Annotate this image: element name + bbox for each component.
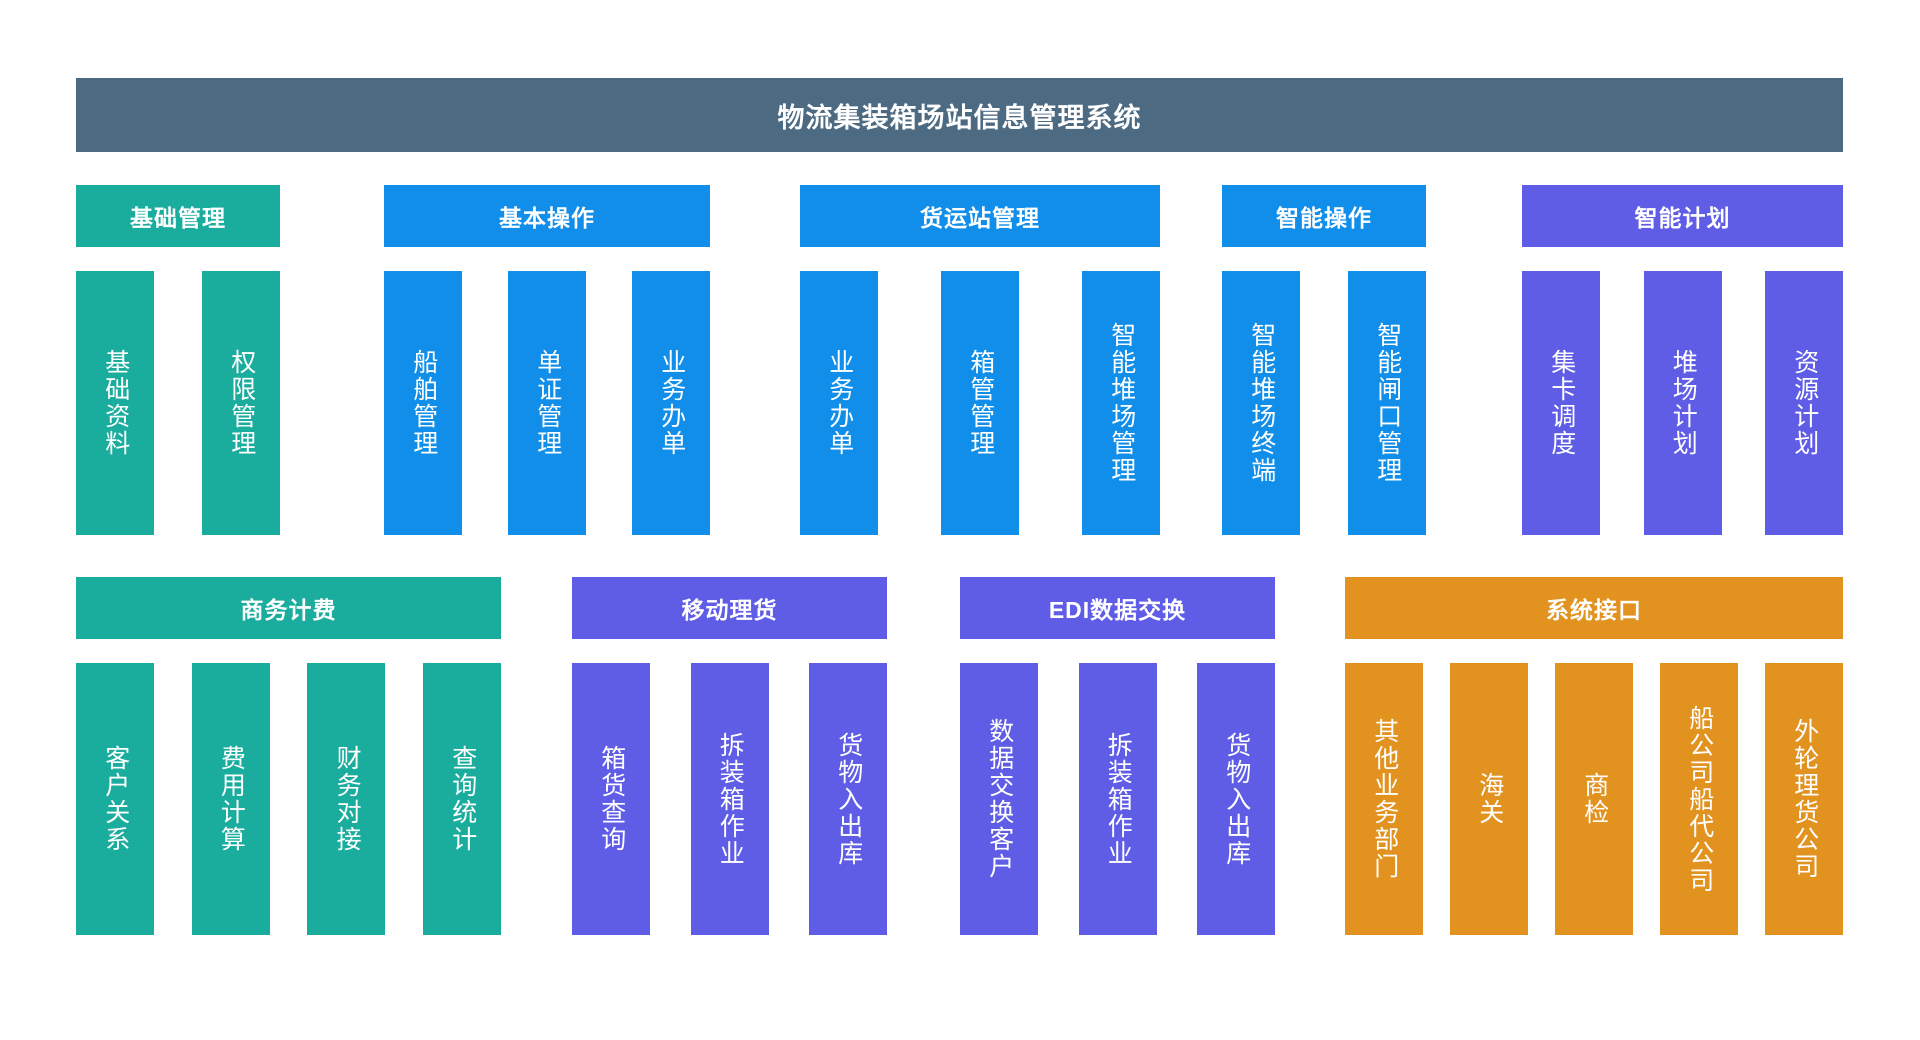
group-header-系统接口[interactable]: 系统接口 xyxy=(1345,577,1843,639)
item-label: 查询统计 xyxy=(448,745,477,853)
item-label: 货物入出库 xyxy=(834,731,863,867)
item-label: 权限管理 xyxy=(227,349,256,457)
group-header-货运站管理[interactable]: 货运站管理 xyxy=(800,185,1160,247)
item-label: 拆装箱作业 xyxy=(716,731,745,867)
item-船公司船代公司[interactable]: 船公司船代公司 xyxy=(1660,663,1738,935)
group-header-label: 移动理货 xyxy=(681,597,778,623)
group-items-商务计费: 客户关系 费用计算 财务对接 查询统计 xyxy=(76,663,501,935)
item-label: 费用计算 xyxy=(217,745,246,853)
item-集卡调度[interactable]: 集卡调度 xyxy=(1522,271,1600,535)
item-业务办单[interactable]: 业务办单 xyxy=(800,271,878,535)
group-header-商务计费[interactable]: 商务计费 xyxy=(76,577,501,639)
group-items-系统接口: 其他业务部门 海关 商检 船公司船代公司 外轮理货公司 xyxy=(1345,663,1843,935)
item-拆装箱作业[interactable]: 拆装箱作业 xyxy=(1078,663,1157,935)
item-其他业务部门[interactable]: 其他业务部门 xyxy=(1345,663,1423,935)
group-header-label: 智能计划 xyxy=(1634,205,1731,231)
item-箱货查询[interactable]: 箱货查询 xyxy=(572,663,650,935)
item-label: 集卡调度 xyxy=(1547,349,1576,457)
item-label: 海关 xyxy=(1475,772,1504,826)
group-items-智能操作: 智能堆场终端 智能闸口管理 xyxy=(1222,271,1426,535)
group-header-智能操作[interactable]: 智能操作 xyxy=(1222,185,1426,247)
group-EDI数据交换: EDI数据交换数据交换客户 拆装箱作业 货物入出库 xyxy=(960,577,1275,935)
group-移动理货: 移动理货箱货查询 拆装箱作业 货物入出库 xyxy=(572,577,887,935)
group-header-label: 基础管理 xyxy=(130,205,226,231)
item-货物入出库[interactable]: 货物入出库 xyxy=(809,663,887,935)
group-header-label: EDI数据交换 xyxy=(1048,597,1187,623)
item-智能堆场管理[interactable]: 智能堆场管理 xyxy=(1082,271,1160,535)
item-外轮理货公司[interactable]: 外轮理货公司 xyxy=(1765,663,1843,935)
item-费用计算[interactable]: 费用计算 xyxy=(191,663,270,935)
item-label: 业务办单 xyxy=(657,349,686,457)
system-title-bar: 物流集装箱场站信息管理系统 xyxy=(76,78,1843,152)
item-堆场计划[interactable]: 堆场计划 xyxy=(1643,271,1722,535)
group-基本操作: 基本操作船舶管理 单证管理 业务办单 xyxy=(384,185,710,535)
item-货物入出库[interactable]: 货物入出库 xyxy=(1197,663,1275,935)
item-智能堆场终端[interactable]: 智能堆场终端 xyxy=(1222,271,1300,535)
item-label: 货物入出库 xyxy=(1222,731,1251,867)
item-label: 资源计划 xyxy=(1790,349,1819,457)
group-header-label: 基本操作 xyxy=(499,205,595,231)
item-label: 业务办单 xyxy=(825,349,854,457)
group-智能操作: 智能操作智能堆场终端 智能闸口管理 xyxy=(1222,185,1426,535)
item-智能闸口管理[interactable]: 智能闸口管理 xyxy=(1348,271,1426,535)
item-label: 拆装箱作业 xyxy=(1104,731,1133,867)
system-title-text: 物流集装箱场站信息管理系统 xyxy=(777,102,1142,133)
item-基础资料[interactable]: 基础资料 xyxy=(76,271,154,535)
item-财务对接[interactable]: 财务对接 xyxy=(307,663,386,935)
group-items-基础管理: 基础资料 权限管理 xyxy=(76,271,280,535)
item-查询统计[interactable]: 查询统计 xyxy=(422,663,501,935)
item-商检[interactable]: 商检 xyxy=(1555,663,1633,935)
item-单证管理[interactable]: 单证管理 xyxy=(508,271,586,535)
group-items-货运站管理: 业务办单 箱管管理 智能堆场管理 xyxy=(800,271,1160,535)
item-label: 船公司船代公司 xyxy=(1685,704,1714,894)
item-label: 单证管理 xyxy=(533,349,562,457)
item-label: 财务对接 xyxy=(333,745,362,853)
group-header-智能计划[interactable]: 智能计划 xyxy=(1522,185,1843,247)
group-header-label: 货运站管理 xyxy=(920,205,1040,231)
group-智能计划: 智能计划集卡调度 堆场计划 资源计划 xyxy=(1522,185,1843,535)
group-系统接口: 系统接口其他业务部门 海关 商检 船公司船代公司 外轮理货公司 xyxy=(1345,577,1843,935)
item-label: 智能闸口管理 xyxy=(1373,322,1402,484)
group-基础管理: 基础管理基础资料 权限管理 xyxy=(76,185,280,535)
item-资源计划[interactable]: 资源计划 xyxy=(1765,271,1843,535)
item-label: 数据交换客户 xyxy=(985,718,1014,880)
item-label: 箱管管理 xyxy=(966,349,995,457)
item-拆装箱作业[interactable]: 拆装箱作业 xyxy=(690,663,769,935)
group-header-基础管理[interactable]: 基础管理 xyxy=(76,185,280,247)
group-header-label: 商务计费 xyxy=(240,597,337,623)
group-items-智能计划: 集卡调度 堆场计划 资源计划 xyxy=(1522,271,1843,535)
group-header-label: 智能操作 xyxy=(1276,205,1372,231)
group-header-基本操作[interactable]: 基本操作 xyxy=(384,185,710,247)
item-label: 客户关系 xyxy=(101,745,130,853)
item-客户关系[interactable]: 客户关系 xyxy=(76,663,154,935)
item-船舶管理[interactable]: 船舶管理 xyxy=(384,271,462,535)
item-数据交换客户[interactable]: 数据交换客户 xyxy=(960,663,1038,935)
item-海关[interactable]: 海关 xyxy=(1450,663,1528,935)
item-label: 外轮理货公司 xyxy=(1790,718,1819,880)
group-货运站管理: 货运站管理业务办单 箱管管理 智能堆场管理 xyxy=(800,185,1160,535)
item-权限管理[interactable]: 权限管理 xyxy=(202,271,280,535)
group-header-EDI数据交换[interactable]: EDI数据交换 xyxy=(960,577,1275,639)
item-label: 箱货查询 xyxy=(597,745,626,853)
item-业务办单[interactable]: 业务办单 xyxy=(632,271,710,535)
item-箱管管理[interactable]: 箱管管理 xyxy=(941,271,1019,535)
group-items-EDI数据交换: 数据交换客户 拆装箱作业 货物入出库 xyxy=(960,663,1275,935)
item-label: 船舶管理 xyxy=(409,349,438,457)
item-label: 商检 xyxy=(1580,772,1609,826)
item-label: 堆场计划 xyxy=(1669,349,1698,457)
item-label: 基础资料 xyxy=(101,349,130,457)
group-header-移动理货[interactable]: 移动理货 xyxy=(572,577,887,639)
item-label: 智能堆场终端 xyxy=(1247,322,1276,484)
item-label: 其他业务部门 xyxy=(1370,718,1399,880)
group-items-基本操作: 船舶管理 单证管理 业务办单 xyxy=(384,271,710,535)
item-label: 智能堆场管理 xyxy=(1107,322,1136,484)
group-items-移动理货: 箱货查询 拆装箱作业 货物入出库 xyxy=(572,663,887,935)
group-header-label: 系统接口 xyxy=(1546,597,1642,623)
group-商务计费: 商务计费客户关系 费用计算 财务对接 查询统计 xyxy=(76,577,501,935)
